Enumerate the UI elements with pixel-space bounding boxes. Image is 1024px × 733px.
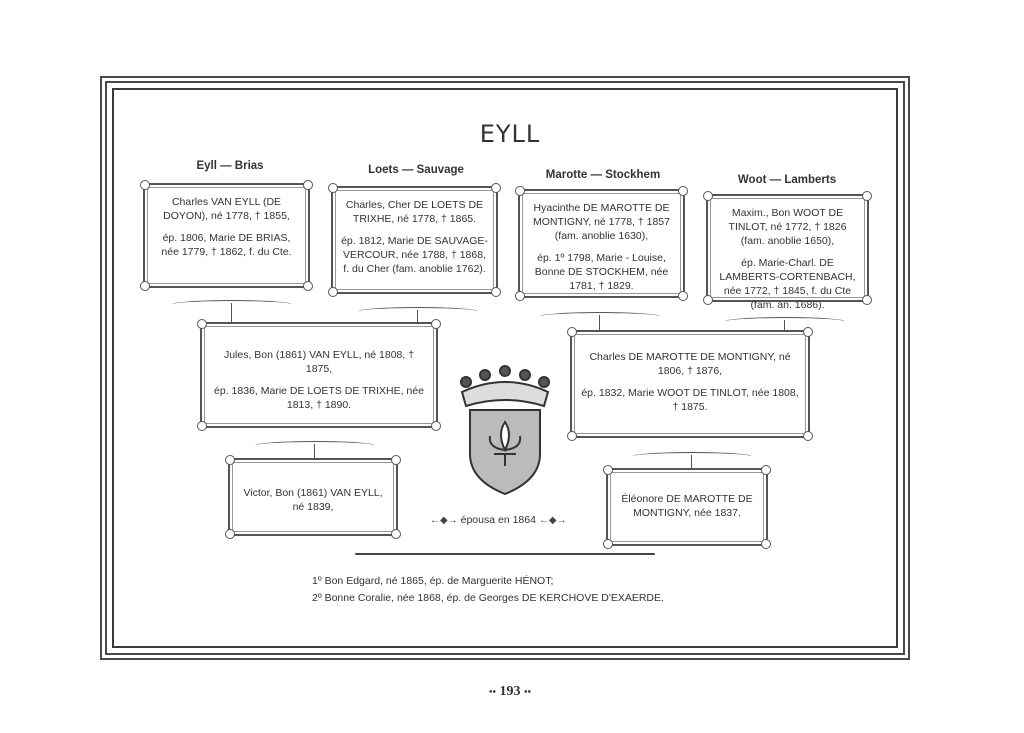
husband-text: Victor, Bon (1861) VAN EYLL, né 1839, — [243, 487, 383, 513]
mother-text: ép. 1836, Marie DE LOETS DE TRIXHE, née … — [214, 385, 424, 411]
marriage-line: ←◆→ épousa en 1864 ←◆→ — [430, 514, 567, 526]
parents-box-van-eyll: Jules, Bon (1861) VAN EYLL, né 1808, † 1… — [197, 319, 441, 431]
grandmother-text: ép. 1806, Marie DE BRIAS, née 1779, † 18… — [161, 232, 292, 258]
family-header-marotte-stockhem: Marotte — Stockhem — [545, 169, 661, 181]
grandmother-text: ép. 1º 1798, Marie - Louise, Bonne DE ST… — [534, 252, 669, 292]
grandparents-box-woot: Maxim., Bon WOOT DE TINLOT, né 1772, † 1… — [703, 191, 872, 311]
child-1-text: 1º Bon Edgard, né 1865, ép. de Marguerit… — [312, 575, 554, 587]
page-title: EYLL — [479, 120, 541, 148]
mother-text: ép. 1832, Marie WOOT DE TINLOT, née 1808… — [581, 387, 799, 413]
father-text: Charles DE MAROTTE DE MONTIGNY, né 1806,… — [589, 351, 791, 377]
connector-brace — [172, 300, 292, 309]
marriage-text: épousa en 1864 — [460, 514, 536, 526]
grandfather-text: Charles, Cher DE LOETS DE TRIXHE, né 177… — [345, 199, 484, 225]
connector-line — [314, 444, 315, 458]
family-header-eyll-brias: Eyll — Brias — [196, 160, 264, 172]
page-number: •• 193 •• — [488, 684, 532, 699]
connector-brace — [255, 441, 375, 450]
husband-box: Victor, Bon (1861) VAN EYLL, né 1839, — [225, 455, 401, 539]
grandparents-box-marotte: Hyacinthe DE MAROTTE DE MONTIGNY, né 177… — [515, 186, 688, 301]
grandmother-text: ép. Marie-Charl. DE LAMBERTS-CORTENBACH,… — [719, 257, 856, 311]
wife-text: Éléonore DE MAROTTE DE MONTIGNY, née 183… — [621, 493, 753, 519]
family-header-woot-lamberts: Woot — Lamberts — [737, 174, 837, 186]
connector-brace — [725, 317, 845, 326]
grandparents-box-eyll: Charles VAN EYLL (DE DOYON), né 1778, † … — [140, 180, 313, 291]
father-text: Jules, Bon (1861) VAN EYLL, né 1808, † 1… — [223, 349, 415, 375]
connector-line — [691, 455, 692, 469]
divider-rule — [355, 553, 655, 555]
grandmother-text: ép. 1812, Marie DE SAUVAGE-VERCOUR, née … — [341, 235, 488, 275]
connector-line — [784, 320, 785, 336]
connector-brace — [540, 312, 660, 321]
child-2-text: 2º Bonne Coralie, née 1868, ép. de Georg… — [312, 592, 664, 604]
connector-brace — [358, 307, 478, 316]
grandfather-text: Maxim., Bon WOOT DE TINLOT, né 1772, † 1… — [728, 207, 847, 247]
connector-line — [599, 315, 600, 331]
grandfather-text: Hyacinthe DE MAROTTE DE MONTIGNY, né 177… — [533, 202, 670, 242]
connector-brace — [632, 452, 752, 461]
connector-line — [417, 310, 418, 326]
page-number-text: 193 — [499, 684, 521, 699]
connector-line — [231, 303, 232, 323]
coat-of-arms-icon — [460, 365, 550, 496]
parents-box-de-marotte: Charles DE MAROTTE DE MONTIGNY, né 1806,… — [567, 327, 813, 441]
wife-box: Éléonore DE MAROTTE DE MONTIGNY, née 183… — [603, 465, 771, 549]
grandparents-box-loets: Charles, Cher DE LOETS DE TRIXHE, né 177… — [328, 183, 501, 297]
family-header-loets-sauvage: Loets — Sauvage — [368, 164, 464, 176]
grandfather-text: Charles VAN EYLL (DE DOYON), né 1778, † … — [163, 196, 290, 222]
